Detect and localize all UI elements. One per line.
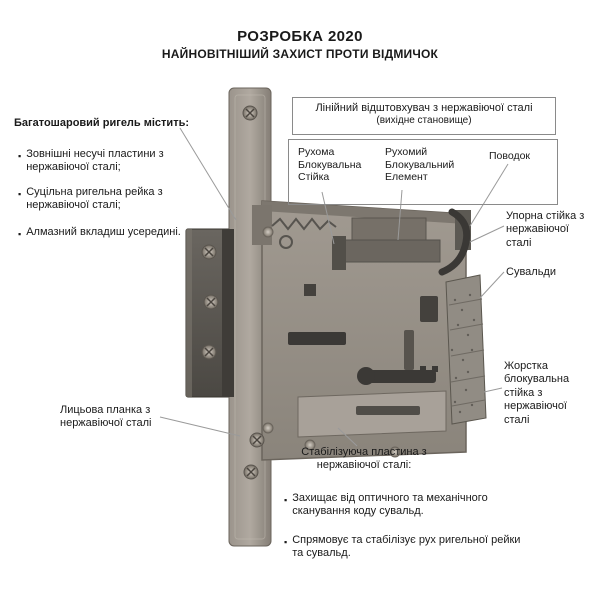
support-post-label: Упорна стійка з нержавіючої сталі	[506, 210, 585, 249]
bottom-bullet-1: Захищає від оптичного та механічного ска…	[284, 492, 532, 519]
bottom-bullet-2: Спрямовує та стабілізує рух ригельної ре…	[284, 534, 532, 561]
pusher-sublabel: (вихідне становище)	[376, 115, 472, 126]
callout-lines	[159, 127, 509, 447]
bullet-icon	[18, 186, 21, 213]
bullet-icon	[18, 226, 21, 239]
body-cutouts	[288, 284, 438, 385]
stabilizing-heading: Стабілізуюча пластина з нержавіючої стал…	[301, 446, 427, 472]
rigid-post-label: Жорстка блокувальна стійка з нержавіючої…	[504, 360, 570, 426]
bullet-text: Захищає від оптичного та механічного ска…	[292, 492, 488, 518]
lever-stack	[445, 274, 487, 425]
bolt-heading: Багатошаровий ригель містить:	[14, 117, 190, 129]
pusher-callout-box: Лінійний відштовхувач з нержавіючої стал…	[292, 97, 556, 135]
faceplate-label: Лицьова планка з нержавіючої сталі	[60, 404, 152, 430]
bullet-text: Зовнішні несучі пластини з нержавіючої с…	[26, 148, 164, 174]
bullet-text: Алмазний вкладиш усередині.	[26, 226, 181, 238]
page-title: РОЗРОБКА 2020	[237, 28, 363, 45]
pusher-label: Лінійний відштовхувач з нержавіючої стал…	[315, 102, 533, 114]
levers-label: Сувальди	[506, 266, 556, 278]
left-bullet-1: Зовнішні несучі пластини з нержавіючої с…	[18, 148, 186, 175]
left-bullet-3: Алмазний вкладиш усередині.	[18, 226, 198, 239]
moving-element-label: Рухомий Блокувальний Елемент	[385, 146, 455, 184]
bullet-icon	[18, 148, 21, 175]
stabilizing-plate	[297, 390, 447, 438]
page-subtitle: НАЙНОВІТНІШИЙ ЗАХИСТ ПРОТИ ВІДМИЧОК	[161, 47, 439, 61]
internal-mechanism	[271, 208, 471, 276]
driver-label: Поводок	[489, 150, 531, 162]
left-bullet-2: Суцільна ригельна рейка з нержавіючої ст…	[18, 186, 186, 213]
moving-post-label: Рухома Блокувальна Стійка	[298, 146, 362, 184]
bullet-text: Спрямовує та стабілізує рух ригельної ре…	[292, 534, 521, 560]
bullet-icon	[284, 534, 287, 561]
bolt-block	[185, 228, 234, 398]
mechanism-callout-box: Рухома Блокувальна Стійка Рухомий Блокув…	[288, 139, 558, 205]
bullet-text: Суцільна ригельна рейка з нержавіючої ст…	[26, 186, 163, 212]
bullet-icon	[284, 492, 287, 519]
